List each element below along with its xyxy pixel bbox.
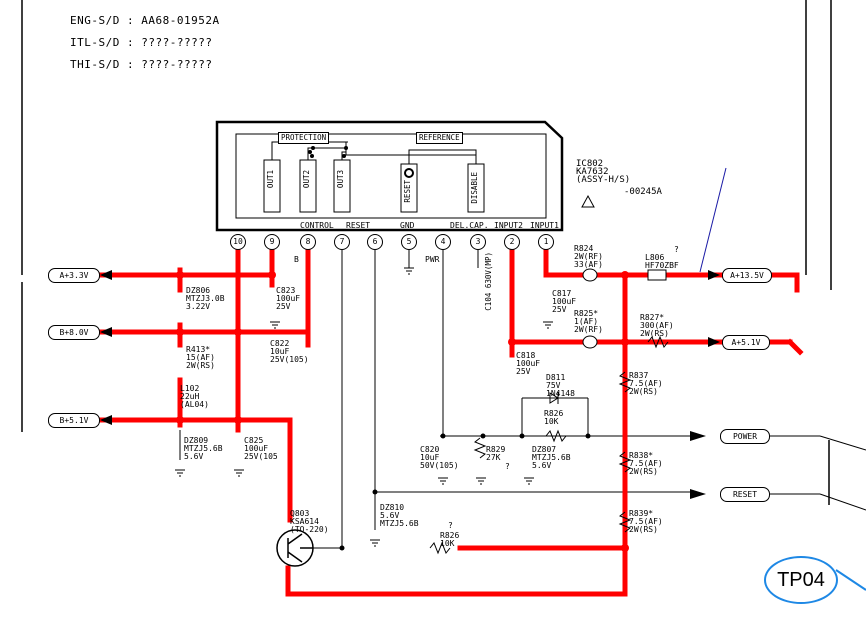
- block-out2: OUT2: [302, 170, 311, 189]
- connector-a135v: A+13.5V: [722, 268, 772, 283]
- l102-label: L102 22uH (AL04): [180, 384, 209, 409]
- dz807-label: DZ807 MTZJ5.6B 5.6V: [532, 445, 571, 470]
- pin-8: 8: [300, 234, 316, 250]
- c817-label: C817 100uF 25V: [552, 289, 577, 314]
- c823-label: C823 100uF 25V: [276, 286, 301, 311]
- reference-label: REFERENCE: [416, 132, 463, 144]
- question-mark-2: ?: [505, 462, 510, 471]
- question-mark-1: ?: [674, 245, 679, 254]
- d811-label: D811 75V 1N4148: [546, 373, 575, 398]
- pin-4: 4: [435, 234, 451, 250]
- c104-label: C104 630V(MP): [484, 252, 493, 311]
- l806-label: L806 HF70ZBF: [645, 253, 679, 270]
- connector-power: POWER: [720, 429, 770, 444]
- pwr-label: PWR: [425, 255, 440, 264]
- c822-label: C822 10uF 25V(105): [270, 339, 309, 364]
- pin-7: 7: [334, 234, 350, 250]
- connector-b80v: B+8.0V: [48, 325, 100, 340]
- connector-a33v: A+3.3V: [48, 268, 100, 283]
- testpoint-tp04: TP04: [764, 556, 838, 604]
- r837-label: R837 7.5(AF) 2W(RS): [629, 371, 663, 396]
- thi-sd-label: THI-S/D : ????-?????: [70, 58, 213, 71]
- r826-top-label: R826 10K: [544, 409, 564, 426]
- dz810-label: DZ810 5.6V MTZJ5.6B: [380, 503, 419, 528]
- question-mark-3: ?: [448, 521, 453, 530]
- r827-label: R827* 300(AF) 2W(RS): [640, 313, 674, 338]
- connector-b51v: B+5.1V: [48, 413, 100, 428]
- r825-label: R825* 1(AF) 2W(RF): [574, 309, 603, 334]
- connector-a51v: A+5.1V: [722, 335, 770, 350]
- r824-label: R824 2W(RF) 33(AF): [574, 244, 603, 269]
- connector-reset: RESET: [720, 487, 770, 502]
- pin-9: 9: [264, 234, 280, 250]
- block-out3: OUT3: [336, 170, 345, 189]
- pin-5: 5: [401, 234, 417, 250]
- pin-label-reset: RESET: [346, 221, 371, 230]
- pin-10: 10: [230, 234, 246, 250]
- c818-label: C818 100uF 25V: [516, 351, 541, 376]
- b-label: B: [294, 255, 299, 264]
- ic-code: -00245A: [624, 187, 662, 197]
- pin-1: 1: [538, 234, 554, 250]
- block-out1: OUT1: [266, 170, 275, 189]
- ic-assy: (ASSY-H/S): [576, 175, 631, 185]
- pin-2: 2: [504, 234, 520, 250]
- pin-6: 6: [367, 234, 383, 250]
- r839-label: R839* 7.5(AF) 2W(RS): [629, 509, 663, 534]
- pin-label-gnd: GND: [400, 221, 415, 230]
- r838-label: R838* 7.5(AF) 2W(RS): [629, 451, 663, 476]
- q803-label: Q803 KSA614 (TO-220): [290, 509, 329, 534]
- eng-sd-label: ENG-S/D : AA68-01952A: [70, 14, 220, 27]
- dz809-label: DZ809 MTZJ5.6B 5.6V: [184, 436, 223, 461]
- itl-sd-label: ITL-S/D : ????-?????: [70, 36, 213, 49]
- c825-label: C825 100uF 25V(105: [244, 436, 278, 461]
- r413-label: R413* 15(AF) 2W(RS): [186, 345, 215, 370]
- block-disable: DISABLE: [470, 172, 479, 204]
- pin-label-input2: INPUT2: [494, 221, 523, 230]
- c820-label: C820 10uF 50V(105): [420, 445, 459, 470]
- r826-bottom-label: R826 10K: [440, 531, 460, 548]
- ic-ref: IC802: [576, 159, 604, 169]
- pin-label-input1: INPUT1: [530, 221, 559, 230]
- pin-3: 3: [470, 234, 486, 250]
- pin-label-control: CONTROL: [300, 221, 334, 230]
- protection-label: PROTECTION: [278, 132, 330, 144]
- block-reset: RESET: [403, 180, 412, 203]
- r829-label: R829 27K: [486, 445, 506, 462]
- pin-label-delcap: DEL.CAP.: [450, 221, 489, 230]
- ic-part: KA7632: [576, 167, 609, 177]
- dz806-label: DZ806 MTZJ3.0B 3.22V: [186, 286, 225, 311]
